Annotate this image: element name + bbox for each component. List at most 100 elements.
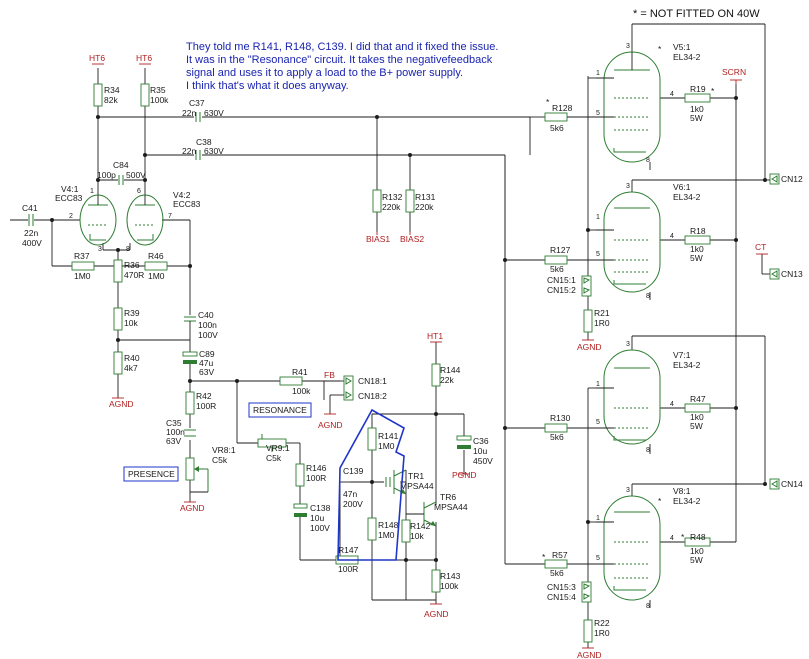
- cn13-box: [769, 268, 780, 280]
- net-agnd-a: AGND: [109, 399, 134, 409]
- svg-text:630V: 630V: [204, 108, 224, 118]
- svg-text:4: 4: [670, 535, 674, 542]
- svg-text:R40: R40: [124, 353, 140, 363]
- svg-text:47u: 47u: [199, 358, 213, 368]
- resonance-box: [248, 402, 312, 418]
- svg-text:C89: C89: [199, 349, 215, 359]
- transistor-tr1: TR1 MPSA44: [393, 469, 434, 495]
- svg-text:82k: 82k: [104, 95, 118, 105]
- net-ht6-b: HT6: [136, 53, 152, 63]
- connectors: CN12 CN13 CN14 CN18:1 CN18:2 CN15:1 CN15…: [343, 173, 803, 603]
- resistor-r37: [71, 261, 95, 271]
- net-ct: CT: [755, 242, 766, 252]
- wires: [10, 23, 772, 648]
- svg-text:100n: 100n: [198, 320, 217, 330]
- svg-text:R48: R48: [690, 532, 706, 542]
- star-r48: *: [681, 532, 685, 542]
- pentode-v7: V7:1 EL34-2 3 1 5 4 8: [596, 341, 701, 454]
- resistor-r143: [431, 569, 441, 593]
- resistor-r21: [583, 309, 593, 333]
- pentode-v6: V6:1 EL34-2 3 1 5 4 8: [596, 182, 701, 300]
- cn12-label: CN12: [781, 174, 803, 184]
- svg-text:R143: R143: [440, 571, 461, 581]
- svg-text:5W: 5W: [690, 113, 703, 123]
- star-v8: *: [658, 496, 662, 506]
- svg-text:3: 3: [626, 487, 630, 494]
- resistors: R34 82k R35 100k R36 470R R39 10k R40 4k…: [93, 83, 610, 643]
- cn13-label: CN13: [781, 269, 803, 279]
- resistor-r142: [401, 519, 411, 543]
- svg-text:630V: 630V: [204, 146, 224, 156]
- net-scrn: SCRN: [722, 67, 746, 77]
- svg-text:C35: C35: [166, 418, 182, 428]
- svg-text:5k6: 5k6: [550, 264, 564, 274]
- cn14-label: CN14: [781, 479, 803, 489]
- svg-text:V7:1: V7:1: [673, 350, 691, 360]
- svg-text:10k: 10k: [124, 318, 138, 328]
- svg-text:100k: 100k: [150, 95, 169, 105]
- resistor-r144: [431, 363, 441, 387]
- svg-text:1k0: 1k0: [690, 244, 704, 254]
- svg-text:3: 3: [626, 183, 630, 190]
- cn18-box: [343, 375, 354, 401]
- svg-text:C138: C138: [310, 503, 331, 513]
- triode-v4-2: V4:2 ECC83 6 7 8: [126, 188, 201, 253]
- svg-text:100R: 100R: [306, 473, 326, 483]
- svg-text:3: 3: [626, 341, 630, 348]
- svg-text:V6:1: V6:1: [673, 182, 691, 192]
- svg-text:1k0: 1k0: [690, 412, 704, 422]
- svg-text:R19: R19: [690, 84, 706, 94]
- svg-text:22n: 22n: [24, 228, 38, 238]
- cn18-1-label: CN18:1: [358, 376, 387, 386]
- svg-text:10k: 10k: [410, 531, 424, 541]
- note-line-4: I think that's what it does anyway.: [186, 80, 349, 92]
- svg-text:C41: C41: [22, 203, 38, 213]
- svg-text:4: 4: [670, 401, 674, 408]
- pot-vr8: [185, 457, 195, 481]
- svg-text:8: 8: [646, 447, 650, 454]
- svg-text:5k6: 5k6: [550, 568, 564, 578]
- svg-text:63V: 63V: [166, 436, 181, 446]
- svg-text:R148: R148: [378, 520, 399, 530]
- svg-text:1: 1: [596, 70, 600, 77]
- resistor-r48: [684, 537, 711, 547]
- svg-text:R41: R41: [292, 367, 308, 377]
- presence-box: [123, 466, 179, 482]
- resistor-r57: [544, 559, 568, 569]
- svg-text:3: 3: [626, 43, 630, 50]
- svg-text:4: 4: [670, 91, 674, 98]
- svg-text:450V: 450V: [473, 456, 493, 466]
- svg-text:V4:1: V4:1: [61, 184, 79, 194]
- resistor-r130: [544, 423, 568, 433]
- net-pgnd: PGND: [452, 470, 477, 480]
- highlight-outline: [337, 408, 405, 561]
- svg-text:1: 1: [90, 188, 94, 195]
- net-labels: HT6 HT6 HT1 BIAS1 BIAS2 AGND AGND AGND A…: [89, 53, 768, 659]
- svg-text:100R: 100R: [196, 401, 216, 411]
- transistor-tr6: TR6 MPSA44: [406, 492, 468, 527]
- svg-text:R132: R132: [382, 192, 403, 202]
- svg-text:470R: 470R: [124, 270, 144, 280]
- svg-text:R144: R144: [440, 365, 461, 375]
- cn18-2-label: CN18:2: [358, 391, 387, 401]
- resistor-r39: [113, 307, 123, 331]
- resistor-r148: [367, 517, 377, 541]
- svg-text:VR9:1: VR9:1: [266, 443, 290, 453]
- svg-text:3: 3: [98, 246, 102, 253]
- net-agnd-c: AGND: [318, 420, 343, 430]
- net-agnd-d: AGND: [424, 609, 449, 619]
- svg-text:TR1: TR1: [408, 471, 424, 481]
- svg-text:5: 5: [596, 110, 600, 117]
- svg-text:V8:1: V8:1: [673, 486, 691, 496]
- svg-text:R42: R42: [196, 391, 212, 401]
- net-agnd-e: AGND: [577, 342, 602, 352]
- svg-text:R130: R130: [550, 413, 571, 423]
- svg-text:6: 6: [137, 188, 141, 195]
- svg-text:VR8:1: VR8:1: [212, 445, 236, 455]
- resistor-r18: [684, 235, 711, 245]
- svg-text:22k: 22k: [440, 375, 454, 385]
- svg-text:100n: 100n: [166, 427, 185, 437]
- cn15-upper-box: [581, 275, 592, 297]
- svg-text:47n: 47n: [343, 489, 357, 499]
- star-r19: *: [711, 86, 715, 96]
